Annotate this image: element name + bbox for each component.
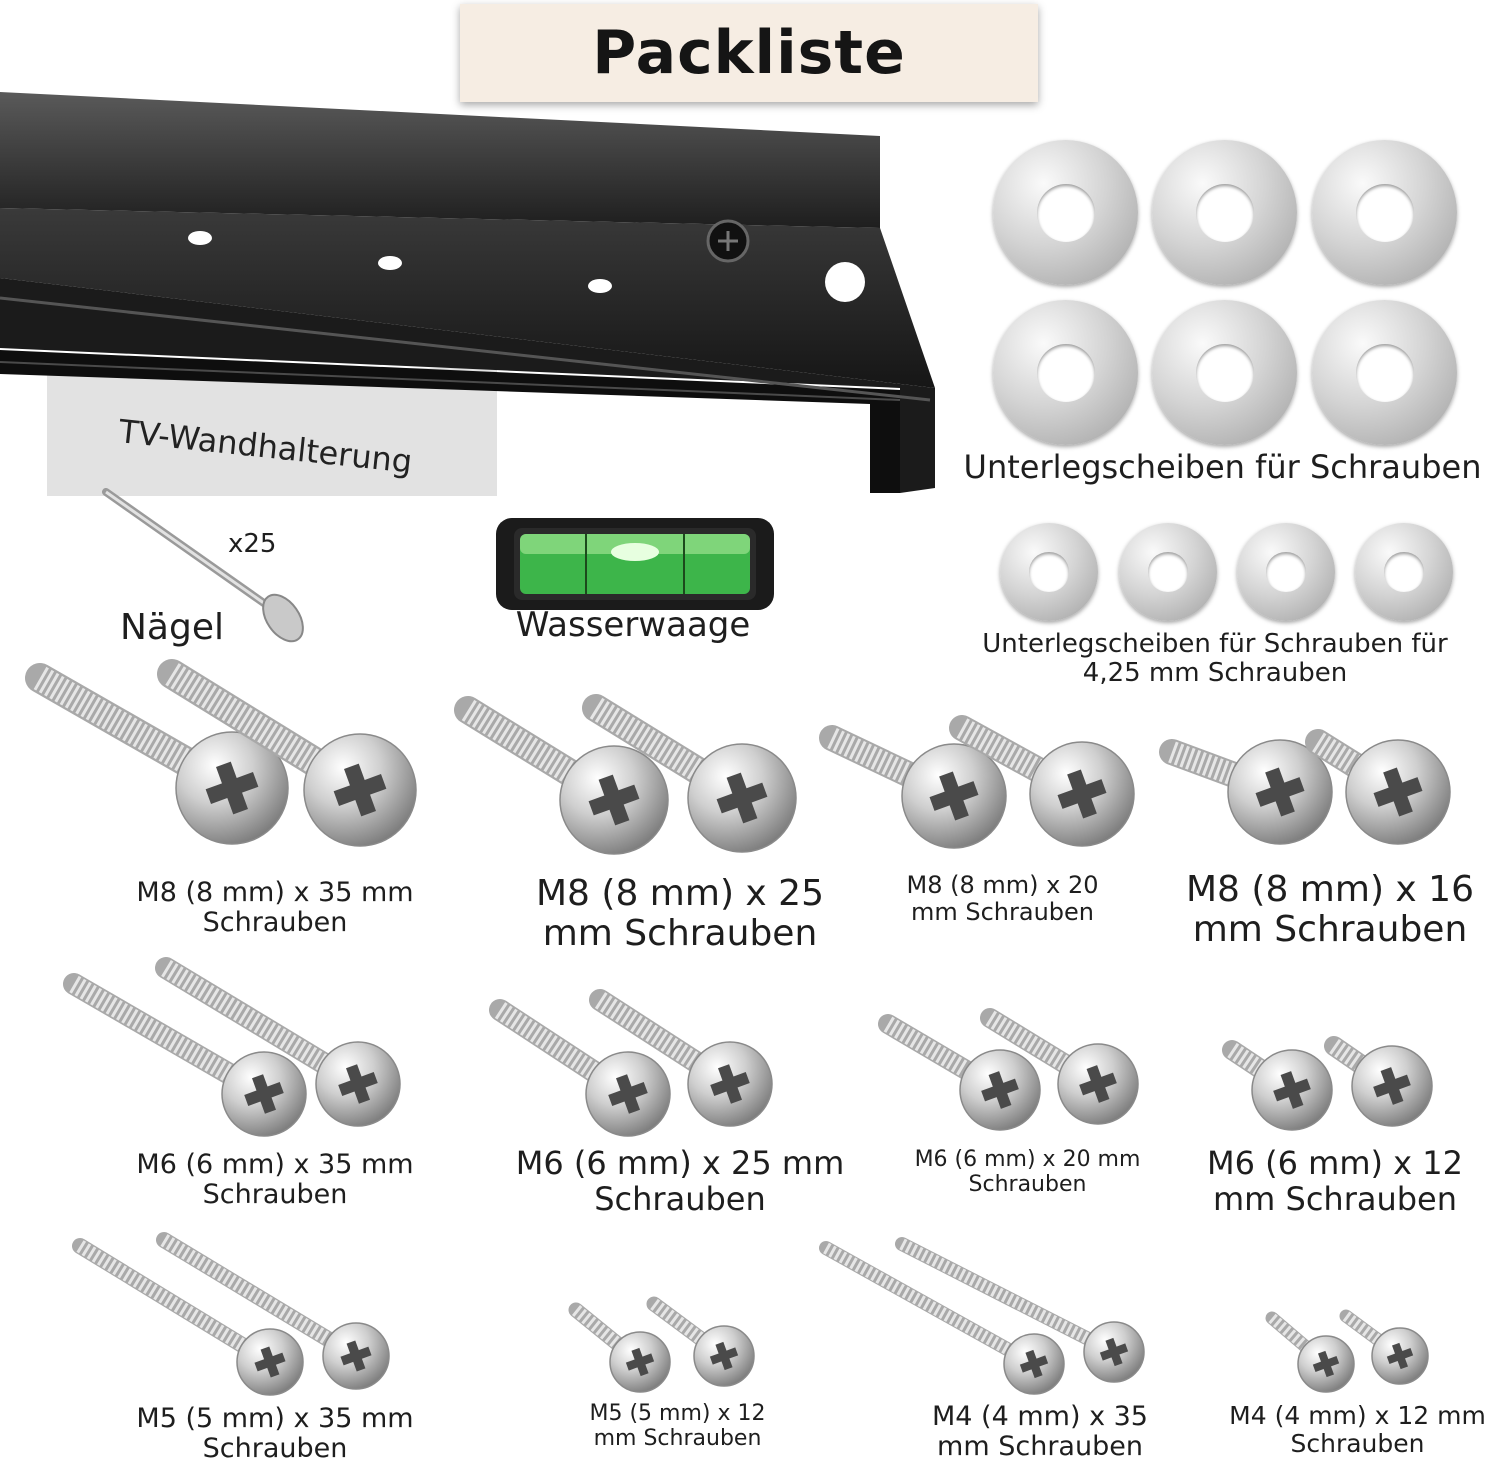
screw-label-line2: mm Schrauben xyxy=(593,1425,762,1451)
screw xyxy=(819,1241,1065,1395)
screw-label-line1: M8 (8 mm) x 25 xyxy=(536,873,824,914)
screw-label: M8 (8 mm) x 25 mm Schrauben xyxy=(495,873,865,955)
spirit-level-image xyxy=(496,518,774,610)
washer-small xyxy=(1237,523,1335,621)
screw xyxy=(1265,1311,1355,1393)
screw xyxy=(454,696,669,855)
washer-large xyxy=(1152,300,1297,445)
screw xyxy=(1159,739,1333,845)
washer-small xyxy=(1355,523,1453,621)
page-title: Packliste xyxy=(592,18,906,88)
screw-label: M8 (8 mm) x 20 mm Schrauben xyxy=(870,872,1135,926)
nails-label: Nägel xyxy=(120,607,224,648)
washers-small-label: Unterlegscheiben für Schrauben für 4,25 … xyxy=(940,629,1490,689)
screw-label: M6 (6 mm) x 25 mm Schrauben xyxy=(505,1144,855,1218)
screw xyxy=(819,725,1007,849)
screw-label: M4 (4 mm) x 12 mm Schrauben xyxy=(1215,1402,1500,1458)
screw-label-line2: mm Schrauben xyxy=(1212,1179,1458,1218)
screw xyxy=(582,694,797,853)
screw-label-line1: M8 (8 mm) x 16 xyxy=(1186,869,1474,910)
screw xyxy=(1305,729,1451,845)
screw xyxy=(589,989,773,1127)
screw-label-line1: M8 (8 mm) x 20 xyxy=(906,871,1099,899)
screw-label-line2: mm Schrauben xyxy=(910,897,1095,926)
washer-large xyxy=(1312,140,1457,285)
tv-mount-rail-image xyxy=(0,92,935,493)
screw-label: M6 (6 mm) x 12 mm Schrauben xyxy=(1185,1144,1485,1218)
screw-label-line2: mm Schrauben xyxy=(1192,909,1468,951)
screw-label-line2: Schrauben xyxy=(202,1433,348,1464)
screw-label-line1: M5 (5 mm) x 12 xyxy=(589,1401,766,1426)
washer-large xyxy=(1312,300,1457,445)
screw xyxy=(980,1008,1139,1125)
screw-label-line2: mm Schrauben xyxy=(937,1431,1143,1463)
screw-label-line1: M6 (6 mm) x 25 mm xyxy=(515,1144,845,1182)
screw-label-line1: M6 (6 mm) x 35 mm xyxy=(136,1149,414,1180)
screw xyxy=(895,1237,1145,1383)
washers-small-label-line1: Unterlegscheiben für Schrauben für xyxy=(982,629,1448,659)
screw-label-line2: Schrauben xyxy=(1290,1429,1425,1458)
screw-label-line2: Schrauben xyxy=(968,1171,1087,1197)
screw xyxy=(156,1232,390,1390)
screw-label-line2: Schrauben xyxy=(202,1179,348,1211)
screw xyxy=(157,659,417,847)
screw xyxy=(949,715,1135,847)
screw-label: M8 (8 mm) x 16 mm Schrauben xyxy=(1165,869,1495,951)
nails-count: x25 xyxy=(228,529,277,559)
screw-label-line1: M5 (5 mm) x 35 mm xyxy=(136,1403,414,1434)
washer-large xyxy=(1152,140,1297,285)
screw-label: M8 (8 mm) x 35 mm Schrauben xyxy=(100,877,450,939)
screw xyxy=(25,663,289,845)
screw xyxy=(155,957,401,1127)
screw xyxy=(878,1014,1041,1131)
screw-label: M5 (5 mm) x 12 mm Schrauben xyxy=(560,1401,795,1451)
screw xyxy=(72,1238,304,1396)
screw xyxy=(1324,1036,1433,1127)
washer-small xyxy=(1000,523,1098,621)
screw-label-line1: M6 (6 mm) x 12 xyxy=(1207,1144,1463,1182)
tv-mount-label-box: TV-Wandhalterung xyxy=(47,368,497,496)
washers-large-label: Unterlegscheiben für Schrauben xyxy=(963,448,1482,486)
screw xyxy=(568,1302,671,1393)
washer-large xyxy=(993,300,1138,445)
washers-small-label-line2: 4,25 mm Schrauben xyxy=(1082,658,1348,689)
nail-image xyxy=(102,488,304,643)
screw-label-line1: M6 (6 mm) x 20 mm xyxy=(914,1147,1141,1172)
level-label: Wasserwaage xyxy=(515,605,751,645)
washer-large xyxy=(993,140,1138,285)
title-banner: Packliste xyxy=(460,4,1038,102)
screw-label-line2: mm Schrauben xyxy=(542,913,818,955)
screw xyxy=(646,1296,755,1387)
screw-label-line1: M4 (4 mm) x 35 xyxy=(932,1401,1148,1432)
screw-label-line2: Schrauben xyxy=(202,907,348,939)
screw xyxy=(1339,1309,1429,1385)
screw-label: M5 (5 mm) x 35 mm Schrauben xyxy=(100,1403,450,1464)
screw xyxy=(489,999,671,1137)
screw-label: M6 (6 mm) x 20 mm Schrauben xyxy=(890,1147,1165,1197)
screw-label-line1: M8 (8 mm) x 35 mm xyxy=(136,877,414,908)
screw xyxy=(1222,1040,1333,1131)
washer-small xyxy=(1119,523,1217,621)
screw xyxy=(63,973,307,1137)
screw-label-line1: M4 (4 mm) x 12 mm xyxy=(1229,1401,1486,1430)
screw-label-line2: Schrauben xyxy=(594,1179,766,1218)
screw-label: M6 (6 mm) x 35 mm Schrauben xyxy=(100,1149,450,1211)
screw-label: M4 (4 mm) x 35 mm Schrauben xyxy=(905,1401,1175,1463)
